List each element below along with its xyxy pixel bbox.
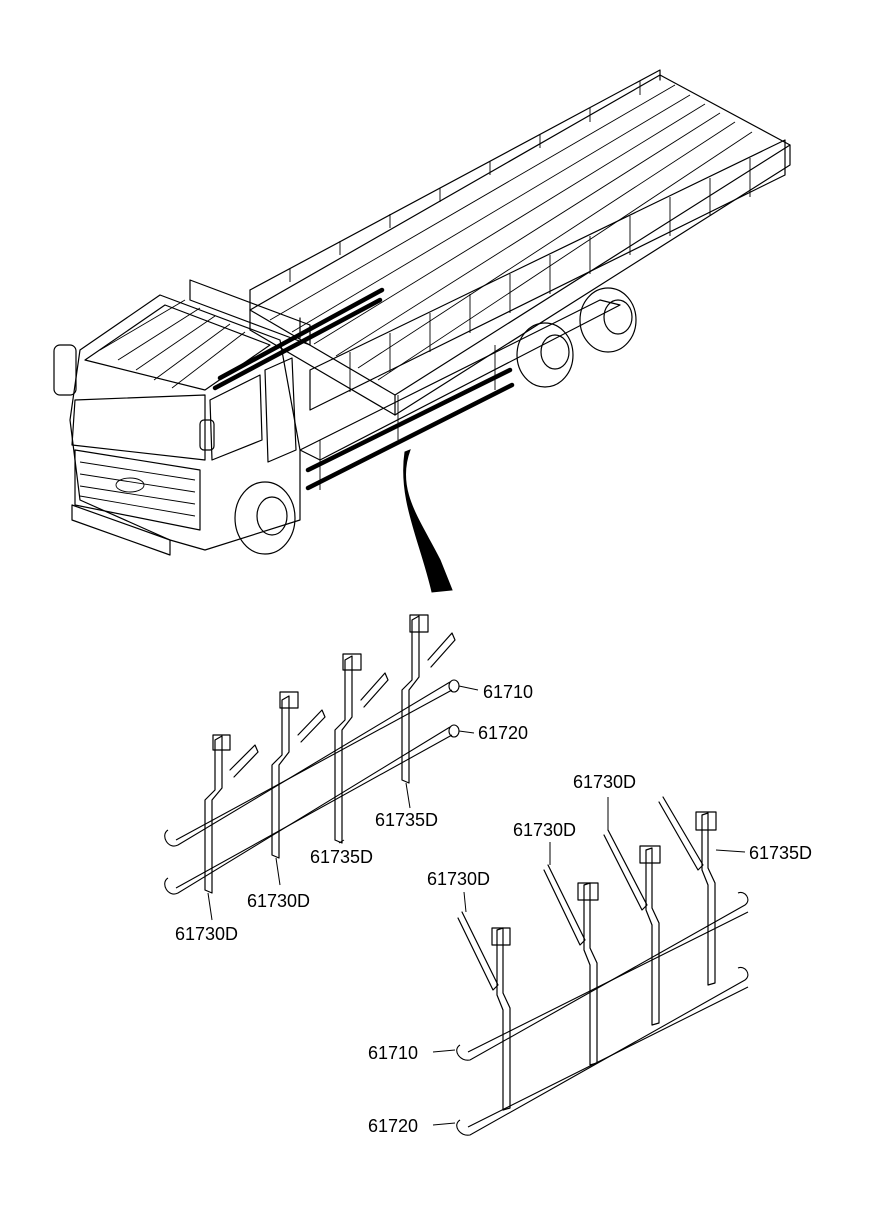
top-pipe-lower-label: 61720 — [478, 723, 528, 743]
truck-illustration — [53, 69, 791, 556]
top-pipe-upper-label: 61710 — [483, 682, 533, 702]
bottom-bracket-label-b: 61730D — [513, 820, 576, 840]
bottom-pipe-upper-label: 61710 — [368, 1043, 418, 1063]
top-bracket-label-d: 61730D — [175, 924, 238, 944]
bottom-bracket-label-a: 61730D — [427, 869, 490, 889]
top-bracket-label-b: 61735D — [310, 847, 373, 867]
callout-arrow — [403, 449, 453, 593]
bottom-guard-assembly: 61730D 61730D 61730D 61735D 61710 61720 — [368, 772, 812, 1136]
bottom-bracket-label-d: 61735D — [749, 843, 812, 863]
top-bracket-label-c: 61730D — [247, 891, 310, 911]
bottom-pipe-lower-label: 61720 — [368, 1116, 418, 1136]
top-guard-assembly: 61710 61720 61735D 61735D 61730D 61730D — [164, 614, 533, 944]
top-bracket-label-a: 61735D — [375, 810, 438, 830]
bottom-bracket-label-c: 61730D — [573, 772, 636, 792]
